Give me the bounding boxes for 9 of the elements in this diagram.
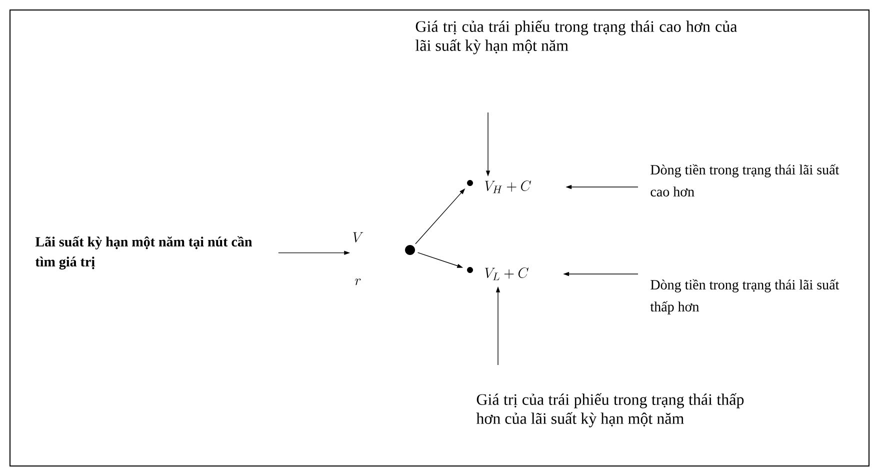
value-formula: $V_H + C$ xyxy=(485,180,532,194)
description-text: Giá trị của trái phiếu trong trạng thái cao hơn của lãi suất kỳ hạn một năm xyxy=(416,20,738,54)
value-formula: $V_L + C$ xyxy=(485,268,528,280)
description-text: Dòng tiền trong trạng thái lãi suất cao hơn xyxy=(650,164,840,196)
node-dot xyxy=(405,245,415,255)
description-text: Dòng tiền trong trạng thái lãi suất thấp hơn xyxy=(650,279,840,314)
description-text: Lãi suất kỳ hạn một năm tại nút cần tìm giá trị xyxy=(35,236,252,270)
variable-label: $V$ $r$ xyxy=(353,232,364,286)
description-text: Giá trị của trái phiếu trong trạng thái thấp hơn của lãi suất kỳ hạn một năm xyxy=(476,393,744,428)
